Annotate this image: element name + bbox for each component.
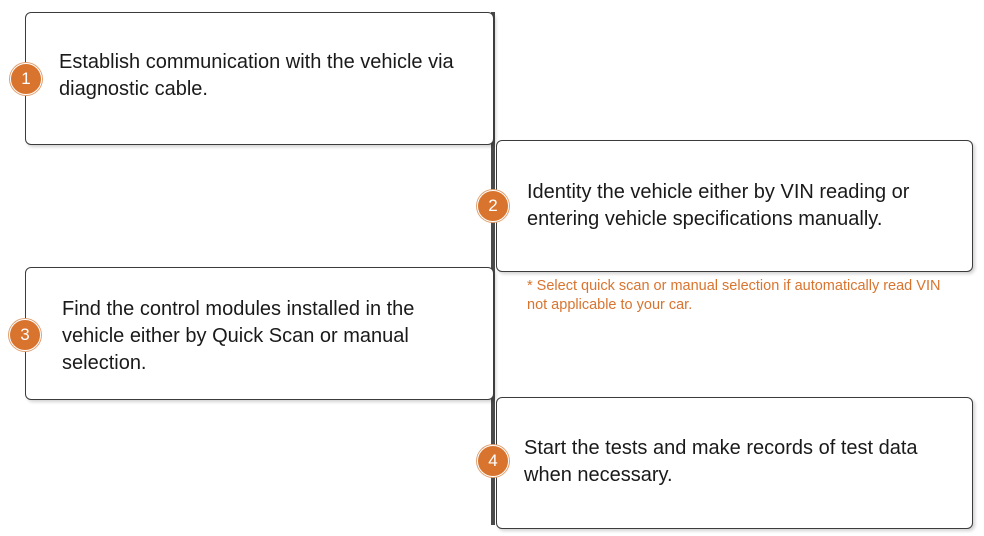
step-2-badge: 2 bbox=[477, 190, 509, 222]
step-3-text: Find the control modules installed in th… bbox=[62, 298, 415, 374]
step-4-text: Start the tests and make records of test… bbox=[524, 437, 918, 486]
step-4-box bbox=[496, 397, 973, 529]
step-2-text: Identity the vehicle either by VIN readi… bbox=[527, 181, 910, 230]
step-3-badge: 3 bbox=[9, 319, 41, 351]
step-1-badge: 1 bbox=[10, 63, 42, 95]
step-1-box bbox=[25, 12, 494, 145]
step-1-text: Establish communication with the vehicle… bbox=[59, 51, 454, 100]
step-3-box bbox=[25, 267, 494, 400]
step-2-note: * Select quick scan or manual selection … bbox=[527, 278, 941, 313]
timeline-spine bbox=[491, 12, 495, 525]
step-4-badge: 4 bbox=[477, 445, 509, 477]
step-2-box bbox=[496, 140, 973, 272]
